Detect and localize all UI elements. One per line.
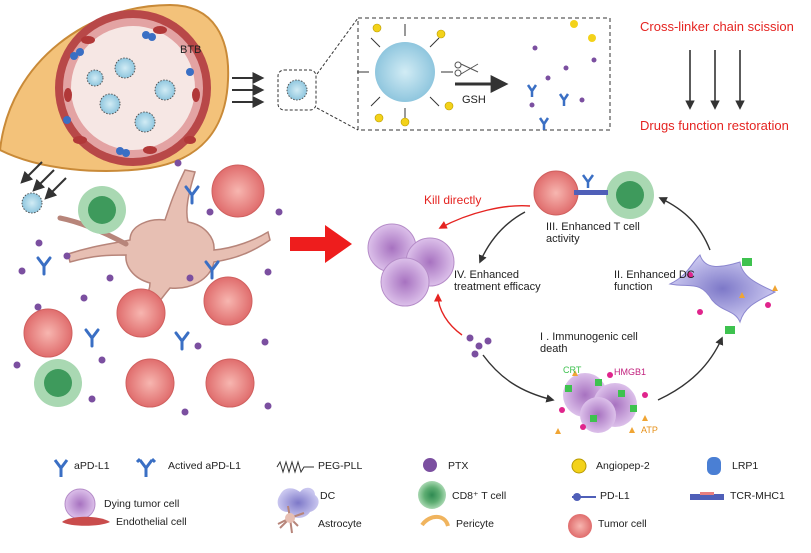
dc-cell [668, 254, 778, 334]
legend-ptx: PTX [448, 460, 469, 472]
ptx-dots-cycle [466, 334, 492, 358]
legend-icons [53, 457, 724, 538]
step-4-label: IV. Enhanced treatment efficacy [454, 269, 541, 293]
legend-angiopep: Angiopep-2 [596, 460, 650, 472]
tcr-icon [690, 494, 724, 500]
released-nanoparticle [21, 192, 43, 214]
nanoparticle-cluster [86, 57, 176, 133]
tumor-t-cell-pair [533, 170, 654, 219]
kill-directly-label: Kill directly [424, 193, 482, 207]
apdl1-icon [53, 459, 69, 477]
icd-cluster [555, 370, 648, 434]
crt-label: CRT [563, 365, 582, 375]
tumor-cell-icon [568, 514, 592, 538]
nanoparticle-small [277, 17, 359, 131]
hmgb1-label: HMGB1 [614, 367, 646, 377]
tumor-microenvironment [13, 159, 283, 416]
kill-arrows [433, 204, 531, 336]
cleavage-title: Cross-linker chain scission [640, 19, 794, 34]
legend-astrocyte: Astrocyte [318, 518, 362, 530]
step-2-label: II. Enhanced DC function [614, 269, 695, 293]
lrp1-icon [707, 457, 721, 475]
endothelial-icon [62, 516, 110, 526]
legend-endothelial: Endothelial cell [116, 516, 187, 528]
scissors-icon [454, 61, 479, 77]
restoration-arrows [685, 50, 745, 110]
pericyte-icon [420, 514, 450, 527]
step-3-label: III. Enhanced T cell activity [546, 221, 640, 245]
blood-vessel [0, 3, 230, 172]
ptx-icon [423, 458, 437, 472]
step-1-label: I . Immunogenic cell death [540, 331, 638, 355]
cleavage-box [357, 17, 611, 131]
restoration-title: Drugs function restoration [640, 118, 789, 133]
dc-icon [277, 487, 319, 518]
legend-dying-tumor: Dying tumor cell [104, 498, 180, 510]
legend-cd8: CD8⁺ T cell [452, 490, 507, 502]
cycle-labels: CRT HMGB1 ATP [563, 365, 658, 435]
dying-tumor-icon [64, 488, 96, 520]
big-red-arrow [290, 225, 352, 263]
release-arrows [20, 72, 265, 200]
legend-apdl1: aPD-L1 [74, 460, 110, 472]
angiopep-icon [571, 458, 587, 474]
activated-apdl1-icon [135, 457, 157, 477]
legend-lrp1: LRP1 [732, 460, 759, 472]
legend-pericyte: Pericyte [456, 518, 494, 530]
legend-tcr: TCR-MHC1 [730, 490, 785, 502]
peg-pll-icon [276, 460, 314, 474]
gsh-label: GSH [462, 94, 486, 106]
legend-tumor-cell: Tumor cell [598, 518, 647, 530]
atp-label: ATP [641, 425, 658, 435]
cycle-arrows [478, 197, 724, 403]
legend-peg-pll: PEG-PLL [318, 460, 363, 472]
legend-pdl1: PD-L1 [600, 490, 630, 502]
legend-activated-apdl1: Actived aPD-L1 [168, 460, 241, 472]
btb-label: BTB [180, 44, 201, 56]
cd8-icon [418, 481, 446, 509]
dying-tumor-cluster [367, 223, 455, 307]
legend-dc: DC [320, 490, 336, 502]
